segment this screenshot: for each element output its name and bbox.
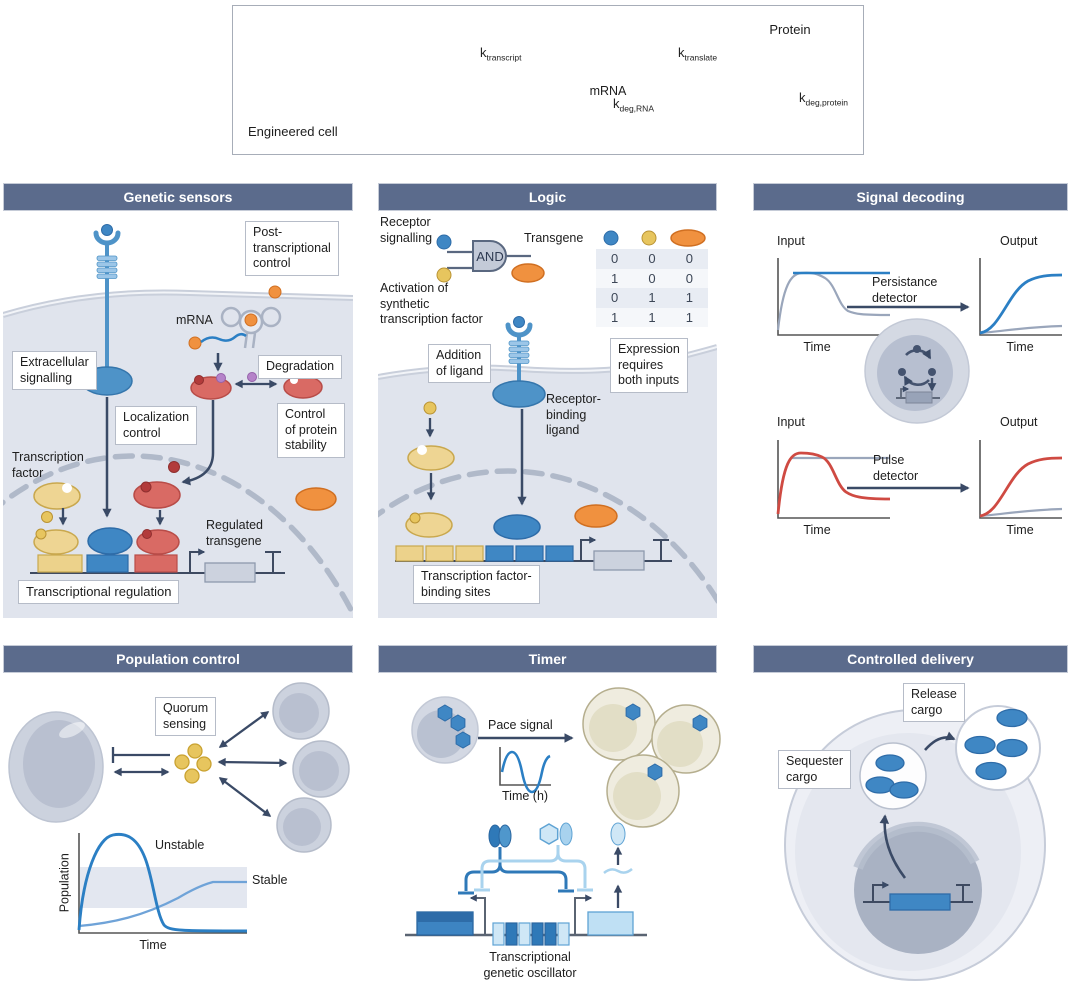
sequester-vesicle-icon (859, 742, 927, 810)
truth-table-icons (603, 229, 706, 247)
signal-arrow-bottom (218, 777, 272, 817)
pace-signal-plot (499, 747, 551, 794)
nucleus-dashed-border (3, 453, 353, 618)
pulse-input-plot (776, 440, 891, 519)
release-cargo-box: Release cargo (903, 683, 965, 723)
expression-requires-box: Expression requires both inputs (610, 338, 688, 393)
header-logic: Logic (378, 183, 717, 211)
mrna-label: mRNA (589, 84, 627, 98)
header-signal-decoding: Signal decoding (753, 183, 1068, 211)
vesicle-to-release-arrow (924, 731, 956, 751)
and-gate-label: AND (476, 249, 504, 264)
k-deg-rna-label: kdeg,RNA (613, 96, 654, 114)
mrna-sensor-label: mRNA (176, 313, 213, 327)
genetic-oscillator-diagram (405, 822, 647, 946)
persistence-output-plot (979, 258, 1063, 336)
time-label-3: Time (803, 523, 831, 537)
binding-sites-dna (395, 536, 672, 571)
nucleus-icon (853, 821, 982, 954)
controlled-delivery-graphic (784, 705, 1046, 981)
population-plot (77, 832, 248, 934)
sequester-cargo-box: Sequester cargo (778, 750, 851, 790)
quorum-molecules-icon (174, 743, 212, 784)
orange-protein-ellipse (295, 487, 337, 511)
red-tf-icon (133, 481, 181, 526)
degradation-box: Degradation (258, 355, 343, 379)
quorum-sensing-box: Quorum sensing (155, 697, 217, 737)
expression-to-vesicle-arrow (879, 814, 907, 879)
protein-label: Protein (769, 22, 811, 37)
and-gate-icon (436, 234, 545, 283)
receptor-signalling-label: Receptor signalling (380, 215, 433, 245)
transcriptional-regulation-box: Transcriptional regulation (18, 580, 180, 605)
time-label-1: Time (803, 340, 831, 354)
population-axis-label: Population (57, 853, 72, 913)
pulse-output-plot (979, 440, 1063, 519)
protein-stability-icons (190, 372, 323, 400)
transcription-factor-label: Transcription factor (12, 450, 84, 480)
localization-arrow (181, 400, 215, 486)
blue-tf-ellipse (493, 514, 541, 540)
paced-cells-icon (582, 687, 721, 828)
output-label-persistence: Output (1000, 234, 1038, 248)
extracellular-signalling-box: Extracellular signalling (12, 351, 97, 391)
input-label-persistence: Input (777, 234, 805, 248)
orange-protein-ellipse (574, 504, 618, 528)
input-label-pulse: Input (777, 415, 805, 429)
membrane-receptor-icon (492, 316, 546, 408)
header-genetic-sensors: Genetic sensors (3, 183, 353, 211)
timer-graphic (405, 687, 721, 946)
transgene-label: Transgene (524, 231, 584, 245)
header-controlled-delivery: Controlled delivery (753, 645, 1068, 673)
k-transcript-label: ktranscript (480, 45, 522, 63)
pace-signal-label: Pace signal (488, 718, 553, 732)
signal-decoding-graphic (776, 258, 1063, 519)
decoder-cell-icon (864, 318, 970, 424)
addition-of-ligand-box: Addition of ligand (428, 344, 492, 384)
engineered-cell-label: Engineered cell (248, 124, 338, 139)
kinetics-box (232, 5, 864, 155)
ligand-pathway-icons (405, 401, 455, 538)
receiver-cell-icon (272, 682, 350, 853)
time-label-2: Time (1006, 340, 1034, 354)
nucleus-dashed-border (378, 468, 717, 605)
receptor-binding-ligand-label: Receptor- binding ligand (546, 392, 601, 437)
signal-arrow-top (218, 711, 270, 748)
unstable-label: Unstable (155, 838, 205, 852)
k-translate-label: ktranslate (678, 45, 718, 63)
activation-label: Activation of synthetic transcription fa… (380, 281, 483, 326)
header-population-control: Population control (3, 645, 353, 673)
pulse-detector-label: Pulse detector (873, 453, 919, 483)
time-axis-label-population: Time (139, 938, 167, 952)
signal-arrow-mid (217, 757, 288, 768)
population-control-graphic (8, 682, 350, 934)
regulated-transgene-label: Regulated transgene (206, 518, 263, 548)
post-transcriptional-box: Post- transcriptional control (245, 221, 339, 276)
time-label-4: Time (1006, 523, 1034, 537)
persistence-input-plot (776, 258, 891, 336)
yellow-tf-icon (33, 482, 81, 526)
transcriptional-regulation-dna (30, 527, 285, 583)
time-axis-label-timer: Time (h) (502, 789, 549, 803)
red-signal-dot (168, 461, 180, 473)
persistence-detector-label: Persistance detector (872, 275, 938, 305)
oscillator-label: Transcriptional genetic oscillator (483, 950, 577, 980)
output-label-pulse: Output (1000, 415, 1038, 429)
header-timer: Timer (378, 645, 717, 673)
tf-binding-sites-box: Transcription factor- binding sites (413, 565, 540, 605)
pacemaker-cell-icon (411, 696, 479, 764)
localization-control-box: Localization control (115, 406, 198, 446)
protein-stability-box: Control of protein stability (277, 403, 346, 458)
sender-cell-icon (8, 711, 104, 823)
stable-label: Stable (252, 873, 288, 887)
inhibition-tbar (111, 747, 170, 763)
k-deg-protein-label: kdeg,protein (799, 90, 849, 108)
released-cargo-icon (964, 708, 1028, 781)
riboswitch-icon (188, 285, 282, 350)
